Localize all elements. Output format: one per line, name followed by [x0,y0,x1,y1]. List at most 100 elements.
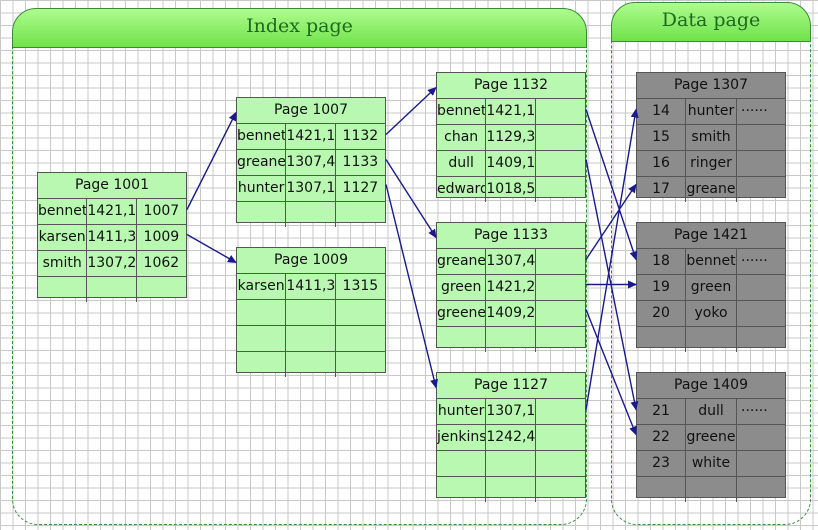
key-cell [237,352,287,377]
value-cell: white [686,451,737,476]
page-title: Page 1132 [437,73,585,99]
page-title: Page 1421 [637,223,785,249]
page-row [637,477,785,502]
rid-cell: 1307,1 [286,176,336,201]
slot-cell [637,327,686,352]
key-cell [38,277,88,302]
rid-cell [286,326,336,351]
page-title: Page 1133 [437,223,585,249]
pointer-arrow-p1007-row0-to-p1132 [385,86,437,136]
rid-cell [486,477,536,502]
page-row [237,326,385,352]
key-cell [237,326,287,351]
rid-cell: 1421,1 [486,99,536,124]
page-row [437,451,585,477]
value-cell: yoko [686,301,737,326]
child-page-cell: 1315 [342,278,379,294]
pointer-arrow-p1133-row0-to-p1307-row3 [585,183,637,260]
pointer-arrow-p1001-row0-to-p1007 [186,111,237,210]
index-region-banner: Index page [12,8,587,48]
rid-cell: 1409,1 [486,151,536,176]
slot-cell: 16 [637,151,686,176]
value-cell: bennet [686,249,737,274]
page-title: Page 1307 [637,73,785,99]
rid-cell: 1242,4 [486,425,536,450]
page-title: Page 1001 [38,173,186,199]
key-cell: dull [437,151,487,176]
key-cell: karsen [38,225,88,250]
rid-cell: 1307,4 [286,150,336,175]
rid-cell: 1421,1 [286,124,336,149]
key-cell: bennet [437,99,487,124]
page-row [437,477,585,502]
key-cell [237,300,287,325]
pointer-arrow-p1001-row1-to-p1009 [186,233,237,264]
rid-cell [486,327,536,352]
value-cell [686,477,737,502]
value-cell [686,327,737,352]
slot-cell: 21 [637,399,686,424]
key-cell: greane [437,249,487,274]
rid-cell [286,300,336,325]
rid-cell [87,277,137,302]
key-cell [237,202,287,227]
value-cell: greane [686,177,737,202]
slot-cell: 23 [637,451,686,476]
child-page-cell: 1133 [342,154,379,170]
key-cell [437,327,487,352]
value-cell: ringer [686,151,737,176]
page-title: Page 1127 [437,373,585,399]
page-row [637,327,785,352]
slot-cell: 14 [637,99,686,124]
value-cell: smith [686,125,737,150]
slot-cell: 17 [637,177,686,202]
slot-cell: 22 [637,425,686,450]
more-cell: ······ [741,403,768,419]
value-cell: hunter [686,99,737,124]
key-cell: chan [437,125,487,150]
rid-cell: 1411,3 [87,225,137,250]
rid-cell: 1421,1 [87,199,137,224]
rid-cell: 1409,2 [486,301,536,326]
key-cell: greane [237,150,287,175]
rid-cell: 1411,3 [286,274,336,299]
slot-cell: 15 [637,125,686,150]
rid-cell: 1307,1 [486,399,536,424]
page-row [437,327,585,352]
value-cell: dull [686,399,737,424]
page-row [237,202,385,227]
more-cell: ······ [741,253,768,269]
slot-cell [637,477,686,502]
slot-cell: 19 [637,275,686,300]
rid-cell [286,202,336,227]
key-cell: jenkins [437,425,487,450]
page-row: edwards1018,5 [437,177,585,202]
